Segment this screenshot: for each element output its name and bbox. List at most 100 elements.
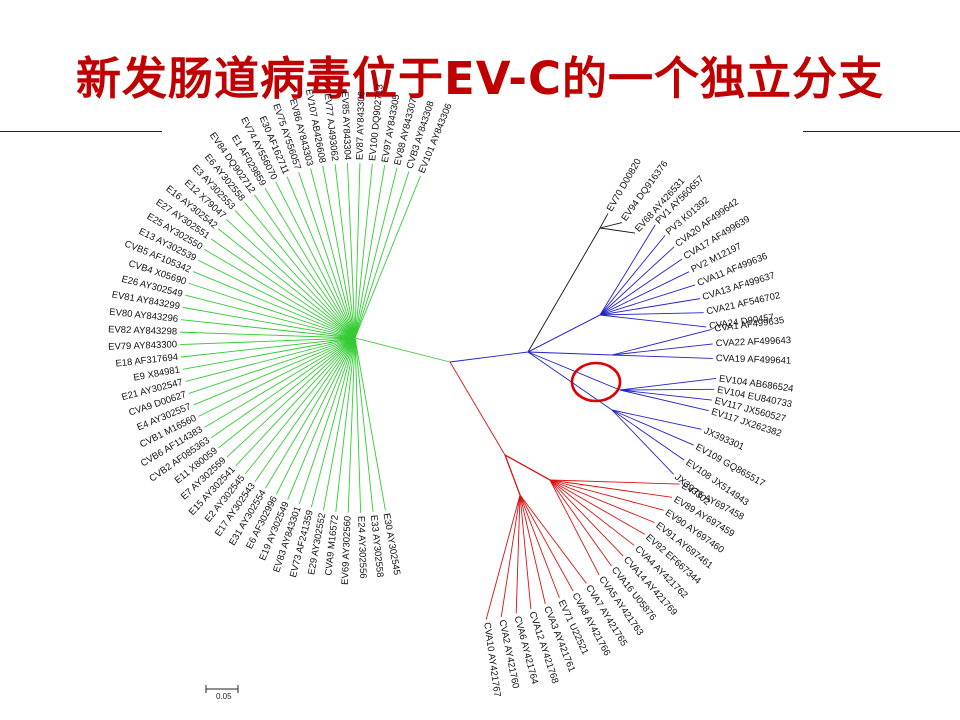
title-rule-left [0, 131, 162, 132]
leaf-branch [611, 409, 685, 461]
blue-inner-branch [527, 314, 601, 353]
leaf-branch [515, 494, 521, 614]
leaf-branch [192, 271, 356, 339]
leaf-branch [354, 175, 421, 339]
leaf-branch [188, 337, 356, 394]
leaf-branch [599, 227, 636, 234]
leaf-branch [549, 479, 664, 511]
leaf-branch [549, 479, 655, 523]
red-inner-branch [504, 454, 551, 481]
leaf-branch [354, 167, 398, 339]
leaf-branch [611, 354, 713, 359]
blue-inner-branch [527, 351, 621, 391]
red-inner-branch [504, 454, 521, 496]
leaf-branch [611, 409, 674, 475]
leaf-branch [347, 163, 356, 339]
leaf-branch [210, 337, 356, 439]
leaf-branch [323, 337, 356, 511]
leaf-branch [519, 494, 574, 592]
leaf-branch [182, 337, 356, 370]
highlight-circle [570, 361, 622, 403]
leaf-branch [226, 337, 356, 458]
leaf-label: EV82 AY843298 [108, 324, 177, 337]
leaf-branch [334, 164, 356, 339]
leaf-branch [275, 337, 356, 495]
leaf-label: EV109 GQ865517 [694, 442, 767, 490]
leaf-branch [599, 235, 666, 316]
leaf-branch [599, 222, 623, 229]
leaf-branch [354, 337, 386, 511]
leaf-branch [611, 409, 702, 430]
leaf-branch [203, 248, 356, 339]
leaf-branch [599, 284, 696, 316]
leaf-branch [287, 337, 356, 500]
leaf-branch [185, 294, 356, 339]
leaf-branch [519, 494, 546, 605]
leaf-branch [198, 337, 356, 417]
leaf-branch [611, 329, 712, 356]
leaf-branch [235, 337, 356, 467]
leaf-branch [485, 494, 521, 620]
leaf-branch [322, 165, 356, 339]
leaf-branch [549, 479, 600, 576]
leaf-branch [204, 337, 356, 428]
leaf-branch [298, 337, 356, 505]
leaf-branch [335, 337, 356, 512]
leaf-branch [549, 479, 612, 567]
leaf-branch [549, 479, 624, 557]
leaf-branch [180, 337, 356, 358]
leaf-branch [599, 213, 609, 229]
leaf-branch [611, 409, 694, 446]
leaf-label: CVA22 AF499643 [716, 335, 792, 349]
leaf-branch [298, 172, 356, 339]
leaf-branch [519, 494, 560, 599]
leaf-branch [310, 337, 356, 508]
leaf-branch [226, 219, 356, 339]
green-trunk-branch [354, 337, 451, 363]
leaf-branch [217, 228, 356, 339]
leaf-label: E24 AY302556 [355, 516, 368, 579]
leaf-branch [210, 238, 356, 339]
leaf-branch [193, 337, 356, 406]
blue-trunk-branch [449, 351, 529, 363]
leaf-branch [549, 479, 673, 498]
leaf-branch [234, 210, 356, 339]
leaf-branch [599, 312, 704, 316]
leaf-branch [500, 494, 521, 617]
leaf-branch [180, 331, 356, 339]
leaf-label: CVA19 AF499641 [716, 353, 792, 367]
leaf-branch [310, 168, 356, 339]
leaf-branch [180, 319, 356, 339]
leaf-branch [254, 337, 356, 482]
leaf-branch [354, 163, 361, 339]
leaf-branch [619, 377, 717, 391]
title-rule-right [803, 131, 960, 132]
leaf-branch [354, 337, 362, 513]
leaf-branch [599, 224, 656, 316]
leaf-label: EV85 AY843304 [339, 91, 353, 160]
leaf-label: EV87 AY843306 [355, 91, 368, 160]
leaf-branch [254, 194, 356, 339]
red-trunk-branch [449, 361, 506, 456]
leaf-branch [354, 165, 386, 339]
leaf-branch [244, 202, 356, 339]
tree-branches [180, 163, 717, 620]
leaf-branch [286, 176, 356, 339]
leaf-branch [180, 337, 356, 346]
leaf-label: EV79 AY843300 [108, 339, 177, 353]
leaf-branch [619, 388, 715, 391]
leaf-label: EV69 AY302560 [340, 516, 354, 585]
leaf-branch [218, 337, 356, 449]
leaf-branch [619, 389, 709, 412]
leaf-branch [599, 246, 675, 316]
leaf-branch [275, 181, 356, 339]
leaf-branch [354, 171, 410, 339]
leaf-branch [549, 479, 645, 535]
leaf-branch [188, 282, 356, 339]
leaf-branch [354, 337, 374, 513]
scale-bar [205, 685, 239, 693]
leaf-branch [599, 314, 707, 328]
leaf-branch [549, 479, 635, 546]
leaf-branch [244, 337, 356, 475]
